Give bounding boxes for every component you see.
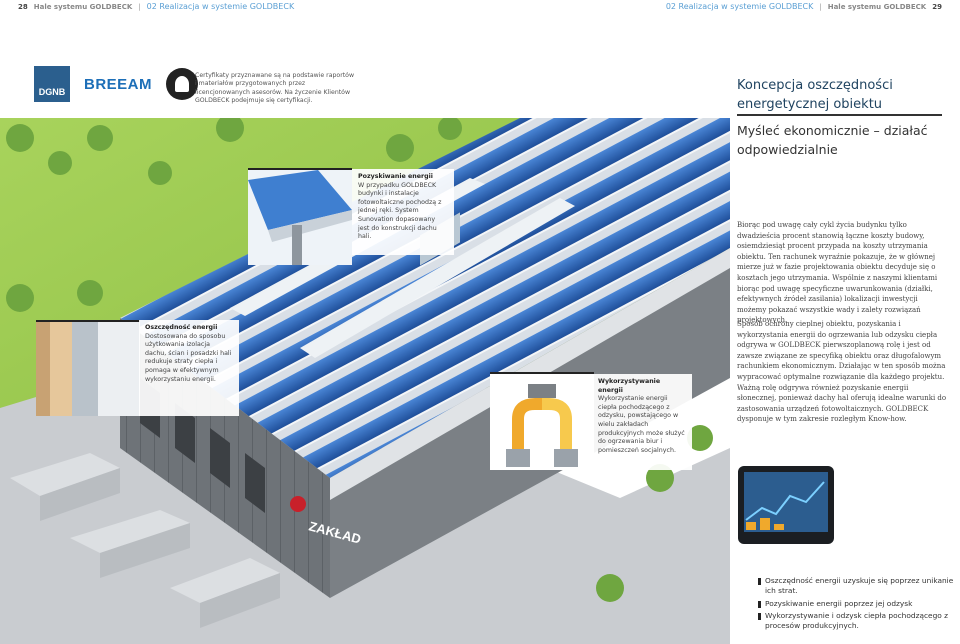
body-paragraph-1: Biorąc pod uwagę cały cykl życia budynku… [737,221,938,325]
callout-title: Wykorzystywanie energii [598,378,661,394]
solar-roof-east [520,118,730,308]
chapter-title-right: Hale systemu GOLDBECK [827,3,927,11]
warehouse-illustration: ZAKŁAD [0,118,730,644]
section-title-right: 02 Realizacja w systemie GOLDBECK [665,2,814,11]
inset-solar-mount [248,168,352,265]
certification-text: Certyfikaty przyznawane są na podstawie … [195,72,355,105]
trees [6,118,713,602]
callout-title: Pozyskiwanie energii [358,173,433,180]
body-paragraph-2: Sposób ochrony cieplnej obiektu, pozyska… [737,320,947,424]
page-number-left: 28 [18,3,28,11]
title-rule [737,114,942,116]
section-title-left: 02 Realizacja w systemie GOLDBECK [146,2,295,11]
page-number-right: 29 [932,3,942,11]
callout-energy-use: Wykorzystywanie energii Wykorzystanie en… [592,374,692,470]
header-left: 28 Hale systemu GOLDBECK | 02 Realizacja… [18,0,294,14]
inset-insulation [36,320,140,416]
callout-text: Dostosowana do sposobu użytkowania izola… [145,332,232,383]
dgnb-logo: DGNB [34,66,70,102]
solar-mount-icon [248,170,352,265]
callout-title: Oszczędność energii [145,324,218,331]
header-divider: | [138,3,141,11]
heat-recovery-icon [490,374,594,470]
page-title: Koncepcja oszczędności energetycznej obi… [737,78,893,112]
leed-seal-icon [166,68,199,100]
header-right: 02 Realizacja w systemie GOLDBECK | Hale… [666,0,942,14]
certification-logos: DGNB BREEAM [34,66,199,102]
callout-text: W przypadku GOLDBECK budynki i instalacj… [358,181,442,241]
callout-text: Wykorzystanie energii ciepła pochodząceg… [598,395,685,454]
breeam-logo: BREEAM [84,75,153,93]
list-item: Wykorzystywanie i odzysk ciepła pochodzą… [758,611,958,632]
inset-heat-recovery [490,372,594,470]
insulation-layers-icon [36,322,140,416]
page-header: 28 Hale systemu GOLDBECK | 02 Realizacja… [0,0,960,14]
callout-energy-saving: Oszczędność energii Dostosowana do sposo… [139,320,239,416]
list-item: Oszczędność energii uzyskuje się poprzez… [758,576,958,597]
tablet-photo [732,460,840,556]
header-divider: | [819,3,822,11]
summary-list: Oszczędność energii uzyskuje się poprzez… [758,576,958,633]
subheading: Myśleć ekonomicznie – działać odpowiedzi… [737,123,928,157]
trucks [10,453,280,628]
callout-energy-gain: Pozyskiwanie energii W przypadku GOLDBEC… [352,169,454,255]
list-item: Pozyskiwanie energii poprzez jej odzysk [758,599,958,609]
chapter-title-left: Hale systemu GOLDBECK [33,3,133,11]
